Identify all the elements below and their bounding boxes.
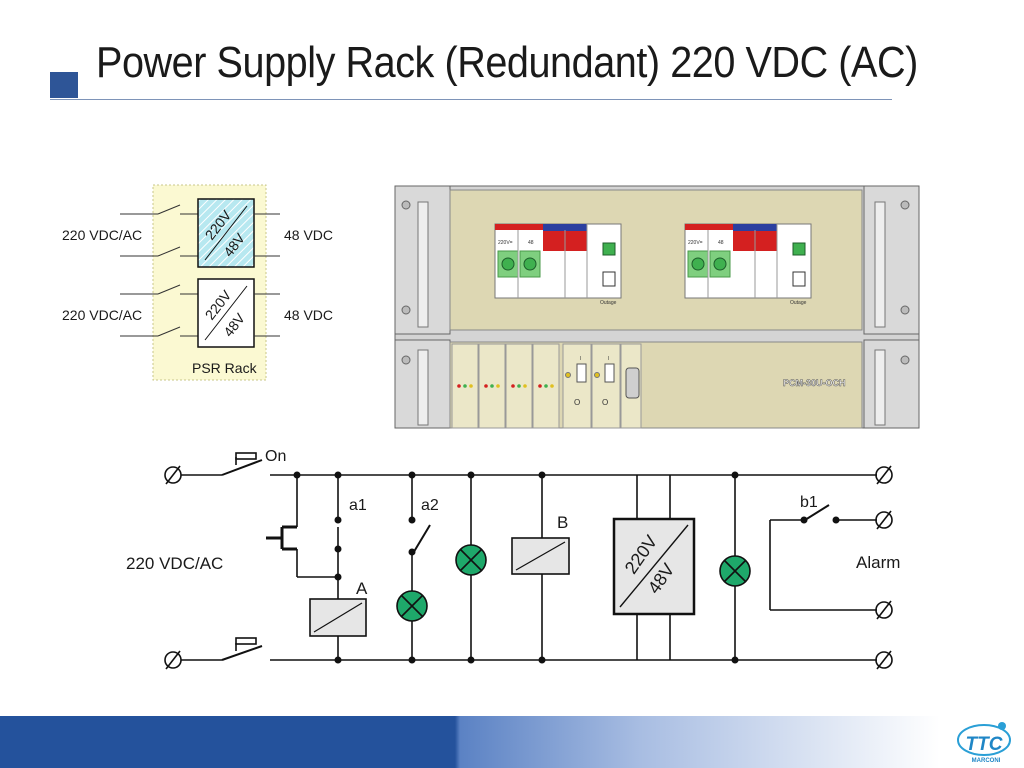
breaker-group-1: 220V= 48 Outage	[494, 223, 622, 306]
lamp-output	[719, 555, 751, 587]
psr-unit-1: 220V 48V 220 VDC/AC 48 VDC	[62, 198, 333, 268]
on-label: On	[265, 448, 286, 465]
contact-a1-label: a1	[349, 497, 367, 514]
pcm-cards: I I O O PCM-30U-OCH	[451, 343, 846, 429]
title-underline	[50, 99, 892, 100]
pcm-switch-2-off: O	[602, 398, 608, 407]
psr-unit-1-output-label: 48 VDC	[284, 227, 333, 243]
breaker-group-2: 220V= 48 Outage	[684, 223, 812, 306]
footer-bar	[0, 716, 1024, 768]
relay-a-label: A	[356, 579, 368, 598]
relay-b-label: B	[557, 513, 568, 532]
breaker-1-label-48: 48	[528, 240, 534, 246]
breaker-2-outage: Outage	[790, 300, 807, 306]
lamp-main	[455, 544, 487, 576]
pcm-switch-1-off: O	[574, 398, 580, 407]
pcm-card-label: PCM-30U-OCH	[783, 378, 846, 388]
terminal-right-3	[875, 601, 893, 619]
terminal-right-4	[875, 651, 893, 669]
psr-unit-2: 220V 48V 220 VDC/AC 48 VDC	[62, 278, 333, 348]
logo-subtext: MARCONI	[972, 758, 1001, 764]
psr-unit-1-input-label: 220 VDC/AC	[62, 227, 142, 243]
breaker-2-label-48: 48	[718, 240, 724, 246]
lamp-a2	[396, 590, 428, 622]
logo-text: TTC	[966, 734, 1003, 755]
pcm-switch-1-on: I	[580, 356, 581, 362]
terminal-right-1	[875, 466, 893, 484]
circuit-input-label: 220 VDC/AC	[126, 554, 223, 573]
junction-dots	[293, 471, 739, 664]
ttc-marconi-logo: TTC MARCONI	[957, 722, 1011, 764]
psr-unit-2-output-label: 48 VDC	[284, 307, 333, 323]
breaker-1-label-220: 220V=	[498, 240, 513, 246]
contact-b1-label: b1	[800, 494, 818, 511]
pcm-switch-2-on: I	[608, 356, 609, 362]
contact-a2-label: a2	[421, 497, 439, 514]
psr-rack-label: PSR Rack	[192, 360, 258, 376]
terminal-right-2	[875, 511, 893, 529]
psr-unit-2-input-label: 220 VDC/AC	[62, 307, 142, 323]
breaker-1-outage: Outage	[600, 300, 617, 306]
slide-title: Power Supply Rack (Redundant) 220 VDC (A…	[96, 38, 918, 87]
alarm-label: Alarm	[856, 553, 900, 572]
breaker-2-label-220: 220V=	[688, 240, 703, 246]
title-bullet-square	[50, 72, 78, 98]
